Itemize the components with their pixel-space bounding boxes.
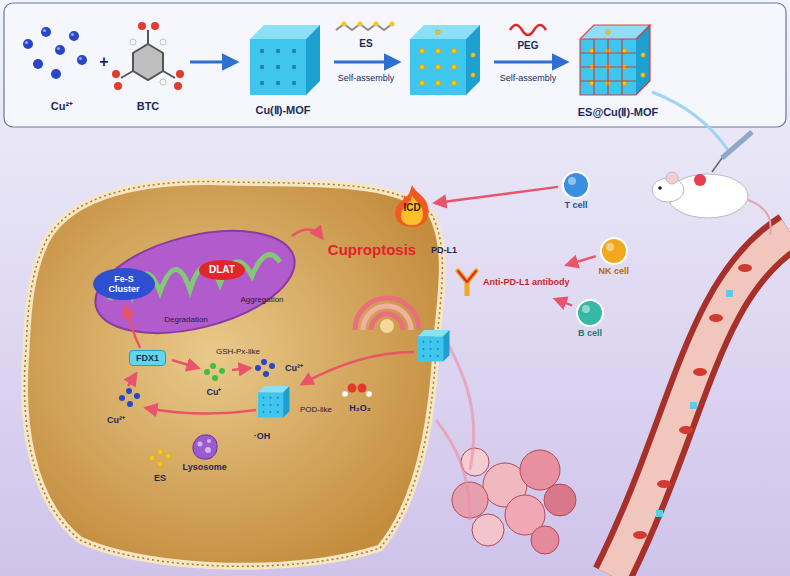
text-label: ES: [359, 38, 372, 50]
text-label: +: [99, 53, 108, 71]
protein-ellipse: DLAT: [199, 260, 245, 280]
text-label: Degradation: [164, 315, 208, 324]
text-label: BTC: [137, 100, 160, 113]
text-label: Self-assembly: [338, 73, 395, 83]
text-label: PEG: [517, 40, 538, 52]
protein-box: FDX1: [129, 350, 166, 366]
cell-circle: [575, 298, 605, 328]
cell-circle: [599, 236, 629, 266]
connector-arrow: [435, 187, 558, 203]
cluster-ellipse: Fe-S Cluster: [93, 268, 155, 301]
antibody: Anti-PD-L1 antibody: [454, 268, 570, 296]
text-label: POD-like: [300, 405, 332, 414]
text-label: Cu⁺: [207, 387, 222, 397]
text-label: Cu²⁺: [285, 363, 303, 373]
text-label: Cuproptosis: [328, 241, 416, 258]
text-label: H₂O₂: [349, 403, 371, 413]
node-text: NK cell: [599, 266, 630, 276]
text-label: ·OH: [254, 431, 271, 441]
connector-arrow: [555, 299, 572, 306]
text-label: Aggregation: [240, 295, 283, 304]
node-text: Anti-PD-L1 antibody: [483, 277, 570, 287]
node-text: FDX1: [136, 353, 159, 363]
text-label: ES: [154, 473, 166, 483]
text-label: Cu(Ⅱ)-MOF: [255, 104, 310, 117]
node-text: ICD: [401, 202, 423, 214]
b-cell: B cell: [575, 298, 605, 338]
connector-arrow: [567, 256, 596, 265]
t-cell: T cell: [561, 170, 591, 210]
node-text: Lysosome: [183, 462, 227, 472]
node-text: Fe-S Cluster: [104, 274, 144, 295]
text-label: PD-L1: [431, 245, 457, 255]
antibody-icon: [454, 268, 480, 296]
node-text: B cell: [578, 328, 602, 338]
text-label: ES@Cu(Ⅱ)-MOF: [578, 106, 659, 119]
icd-flame: ICD: [392, 184, 432, 228]
text-label: Cu²⁺: [107, 415, 125, 425]
text-label: Self-assembly: [500, 73, 557, 83]
text-label: Cu²⁺: [51, 100, 73, 113]
text-label: GSH-Px-like: [216, 347, 260, 356]
lysosome: Lysosome: [183, 432, 227, 472]
node-text: DLAT: [209, 264, 235, 276]
nk-cell: NK cell: [599, 236, 630, 276]
node-text: T cell: [564, 200, 587, 210]
cell-circle: [561, 170, 591, 200]
lysosome-blob: [190, 432, 220, 462]
